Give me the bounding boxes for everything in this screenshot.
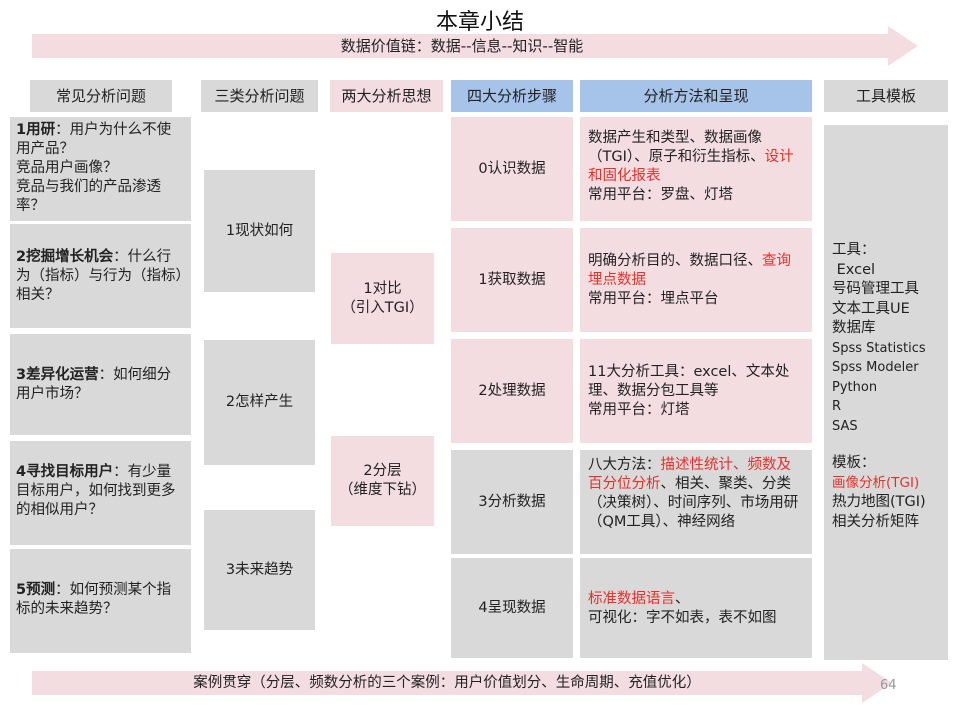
method-text: 明确分析目的、数据口径、	[588, 253, 762, 269]
method-card-3: 八大方法：描述性统计、频数及百分位分析、相关、聚类、分类（决策树）、时间序列、市…	[580, 450, 812, 554]
method-card-4: 标准数据语言、 可视化：字不如表，表不如图	[580, 558, 812, 658]
method-card-2: 11大分析工具：excel、文本处理、数据分包工具等 常用平台：灯塔	[580, 339, 812, 443]
header-common-problems: 常见分析问题	[30, 80, 172, 112]
idea-subtitle: （维度下钻）	[339, 482, 426, 498]
idea-title: 2分层	[363, 463, 402, 479]
type-trend: 3未来趋势	[204, 510, 315, 630]
problem-text: ：用户为什么不使用产品？	[16, 122, 172, 157]
problem-title: 3差异化运营	[16, 367, 99, 383]
step-2: 2处理数据	[451, 339, 573, 443]
method-platform: 常用平台：罗盘、灯塔	[588, 187, 733, 203]
type-cause: 2怎样产生	[204, 340, 315, 465]
method-prefix: 八大方法：	[588, 457, 661, 473]
template-item: 热力地图(TGI)	[832, 494, 926, 510]
case-text: 案例贯穿（分层、频数分析的三个案例：用户价值划分、生命周期、充值优化）	[193, 675, 701, 691]
method-card-1: 明确分析目的、数据口径、查询埋点数据 常用平台：埋点平台	[580, 228, 812, 332]
idea-subtitle: （引入TGI）	[341, 299, 424, 316]
method-text: 数据产生和类型、数据画像（TGI）、原子和衍生指标、	[588, 130, 765, 165]
problem-card-2: 2挖掘增长机会：什么行为（指标）与行为（指标）相关？	[10, 224, 191, 328]
problem-card-4: 4寻找目标用户：有少量目标用户，如何找到更多的相似用户？	[10, 441, 191, 545]
method-platform: 常用平台：埋点平台	[588, 291, 719, 307]
problem-extra: 竞品与我们的产品渗透率？	[16, 179, 161, 214]
step-4: 4呈现数据	[451, 558, 573, 658]
method-highlight: 查询埋点数据	[588, 253, 791, 288]
problem-extra: 竞品用户画像？	[16, 160, 118, 176]
method-highlight: 标准数据语言	[588, 591, 675, 607]
problem-title: 5预测	[16, 582, 56, 598]
idea-title: 1对比	[363, 280, 402, 297]
method-card-0: 数据产生和类型、数据画像（TGI）、原子和衍生指标、设计和固化报表 常用平台：罗…	[580, 117, 812, 221]
tool-item: Python	[832, 379, 878, 395]
header-four-steps: 四大分析步骤	[451, 80, 573, 112]
problem-text: ：什么行为（指标）与行为（指标）相关？	[16, 249, 183, 303]
problem-card-5: 5预测：如何预测某个指标的未来趋势？	[10, 549, 191, 653]
tool-item: SAS	[832, 418, 858, 434]
tool-item: Spss Statistics	[832, 340, 926, 356]
problem-card-3: 3差异化运营：如何细分用户市场？	[10, 334, 191, 435]
page-title: 本章小结	[435, 10, 524, 35]
header-methods: 分析方法和呈现	[580, 80, 812, 112]
template-item: 相关分析矩阵	[832, 513, 919, 530]
step-0: 0认识数据	[451, 117, 573, 221]
problem-text: ：有少量目标用户，如何找到更多的相似用户？	[16, 464, 176, 518]
header-tools: 工具模板	[824, 80, 948, 112]
problem-title: 1用研	[16, 122, 56, 138]
idea-compare: 1对比 （引入TGI）	[331, 253, 434, 344]
template-item-highlight: 画像分析(TGI)	[832, 474, 920, 491]
method-text: 11大分析工具：excel、文本处理、数据分包工具等	[588, 364, 790, 399]
tools-panel: 工具： Excel 号码管理工具 文本工具UE 数据库 Spss Statist…	[824, 125, 948, 660]
problem-title: 4寻找目标用户	[16, 464, 114, 480]
problem-text: ：如何预测某个指标的未来趋势？	[16, 582, 172, 617]
method-text: 、	[675, 591, 690, 607]
method-text: 、相关、聚类、分类（决策树）、时间序列、市场用研（QM工具）、神经网络	[588, 476, 799, 530]
method-visualization: 可视化：字不如表，表不如图	[588, 610, 777, 626]
idea-layering: 2分层 （维度下钻）	[331, 436, 434, 526]
method-platform: 常用平台：灯塔	[588, 402, 690, 418]
tools-label: 工具：	[832, 242, 876, 258]
step-1: 1获取数据	[451, 228, 573, 332]
header-two-ideas: 两大分析思想	[330, 80, 443, 112]
problem-title: 2挖掘增长机会	[16, 249, 114, 265]
page-number: 64	[880, 678, 897, 693]
header-three-types: 三类分析问题	[201, 80, 318, 112]
tool-item: 号码管理工具	[832, 281, 919, 297]
tool-item: 文本工具UE	[832, 300, 910, 317]
arrow-shape	[32, 26, 918, 66]
value-chain-text: 数据价值链：数据--信息--知识--智能	[340, 37, 584, 55]
tool-item: R	[832, 399, 842, 414]
case-arrow: 案例贯穿（分层、频数分析的三个案例：用户价值划分、生命周期、充值优化）	[32, 663, 892, 703]
method-highlight: 设计和固化报表	[588, 149, 794, 184]
tool-item: Excel	[832, 261, 876, 278]
arrow-shape	[32, 663, 892, 703]
problem-text: ：如何细分用户市场？	[16, 367, 172, 402]
step-3: 3分析数据	[451, 450, 573, 554]
template-label: 模板：	[832, 455, 876, 471]
tool-item: Spss Modeler	[832, 360, 919, 375]
tool-item: 数据库	[832, 320, 876, 336]
method-highlight: 描述性统计、频数及百分位分析	[588, 457, 791, 492]
type-status: 1现状如何	[204, 170, 315, 292]
problem-card-1: 1用研：用户为什么不使用产品？ 竞品用户画像？ 竞品与我们的产品渗透率？	[10, 117, 191, 221]
value-chain-arrow: 数据价值链：数据--信息--知识--智能	[32, 26, 918, 66]
